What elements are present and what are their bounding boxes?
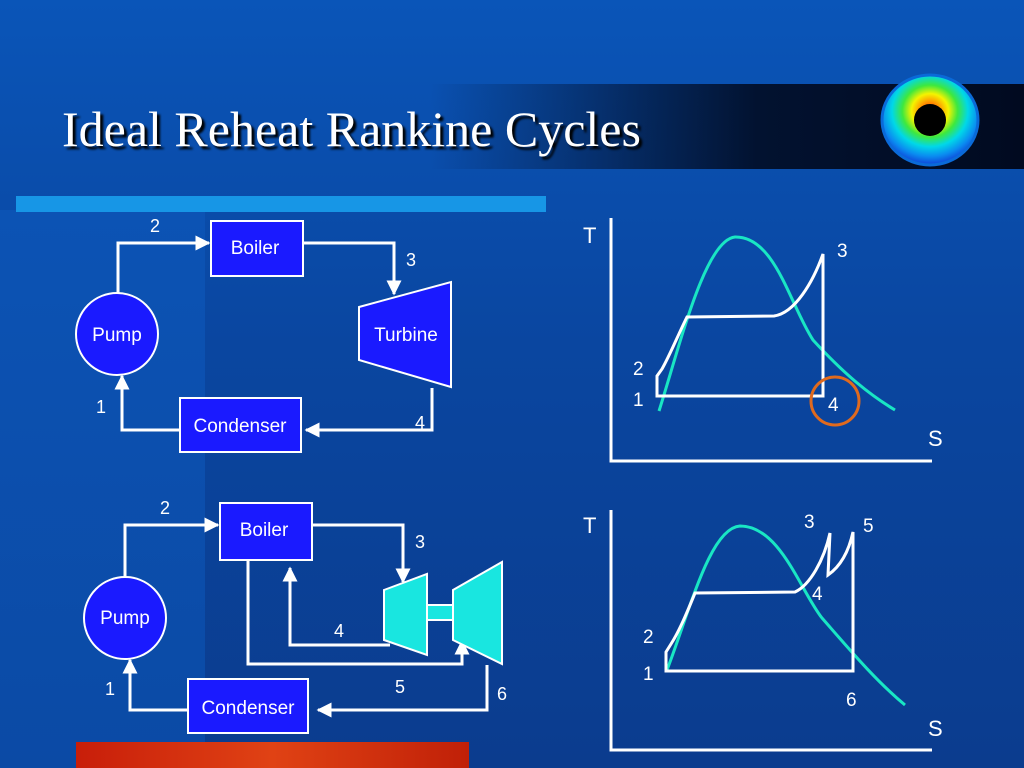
bottom-ts-axis-t-label: T: [583, 513, 596, 538]
bottom-pump-label: Pump: [100, 608, 150, 629]
top-pump-label: Pump: [92, 325, 142, 346]
bottom-ts-cycle-path: [664, 531, 855, 673]
flow-condenser-to-pump-reheat: [122, 658, 188, 712]
flow-boiler-to-hp-turbine: [312, 523, 411, 584]
top-state-label-3: 3: [406, 250, 416, 270]
flow-turbine-to-condenser: [304, 388, 434, 438]
high-pressure-turbine-icon: [383, 572, 428, 657]
bottom-cycle-schematic: Boiler Pump Condenser 1 2 3 4 5 6: [83, 498, 507, 734]
bottom-ts-state-1: 1: [643, 664, 654, 685]
top-cycle-schematic: Boiler Turbine Pump Condenser 1 2 3 4: [75, 216, 452, 453]
bottom-condenser-label: Condenser: [202, 698, 296, 719]
flow-pump-to-boiler-reheat: [123, 517, 220, 583]
thermal-contour-logo-icon: [880, 73, 980, 167]
top-condenser-label: Condenser: [194, 416, 288, 437]
top-turbine-label: Turbine: [374, 325, 438, 346]
top-ts-axes: [609, 218, 932, 463]
accent-bar: [16, 196, 546, 212]
top-state-label-4: 4: [415, 413, 425, 433]
bottom-state-label-5: 5: [395, 677, 405, 697]
top-ts-state4-highlight: [809, 375, 861, 427]
bottom-state-label-4: 4: [334, 621, 344, 641]
top-ts-saturation-dome: [657, 235, 896, 412]
top-ts-state-4: 4: [828, 395, 839, 416]
top-ts-state-2: 2: [633, 359, 644, 380]
bottom-condenser-box: [187, 678, 309, 734]
bottom-ts-saturation-dome: [665, 524, 906, 707]
flow-boiler-to-turbine: [304, 241, 402, 296]
low-pressure-turbine-icon: [452, 560, 503, 666]
bottom-state-label-6: 6: [497, 684, 507, 704]
top-ts-axis-t-label: T: [583, 223, 596, 248]
bottom-ts-diagram: T S 1 2 3 4 5 6: [583, 510, 943, 752]
flow-condenser-to-pump: [114, 374, 180, 432]
bottom-boiler-label: Boiler: [240, 520, 289, 541]
top-ts-diagram: T S 1 2 3 4: [583, 218, 943, 463]
bottom-accent-bar: [76, 742, 469, 768]
top-pump-circle: [75, 292, 159, 376]
bottom-ts-state-4: 4: [812, 584, 823, 605]
flow-hp-turbine-to-boiler-reheat: [282, 566, 390, 647]
flow-pump-to-boiler: [116, 235, 211, 298]
bottom-state-label-1: 1: [105, 679, 115, 699]
top-boiler-label: Boiler: [231, 238, 280, 259]
top-boiler-box: [210, 220, 304, 277]
bottom-ts-state-2: 2: [643, 627, 654, 648]
top-ts-axis-s-label: S: [928, 426, 943, 451]
bottom-ts-state-5: 5: [863, 516, 874, 537]
top-turbine-shape: [358, 280, 452, 389]
bottom-ts-state-6: 6: [846, 690, 857, 711]
top-ts-state-1: 1: [633, 390, 644, 411]
slide-title: Ideal Reheat Rankine Cycles: [62, 101, 641, 157]
turbine-shaft: [426, 604, 454, 621]
bottom-ts-axes: [609, 510, 932, 752]
flow-boiler-to-lp-turbine: [246, 561, 470, 666]
bottom-ts-axis-s-label: S: [928, 716, 943, 741]
top-condenser-box: [179, 397, 302, 453]
top-ts-cycle-path: [655, 253, 825, 398]
bottom-state-label-2: 2: [160, 498, 170, 518]
bottom-ts-state-3: 3: [804, 512, 815, 533]
top-state-label-2: 2: [150, 216, 160, 236]
top-ts-state-3: 3: [837, 241, 848, 262]
top-state-label-1: 1: [96, 397, 106, 417]
flow-lp-turbine-to-condenser: [316, 665, 489, 718]
bottom-boiler-box: [219, 502, 313, 561]
bottom-pump-circle: [83, 576, 167, 660]
bottom-state-label-3: 3: [415, 532, 425, 552]
